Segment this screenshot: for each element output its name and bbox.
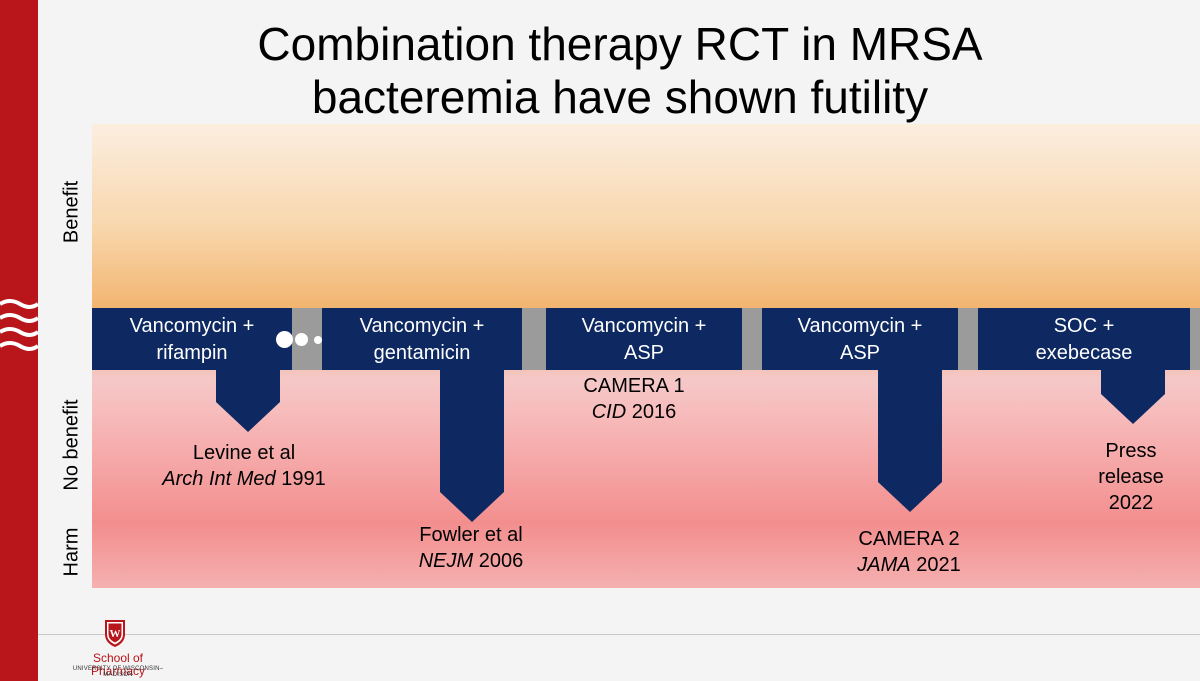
study-box-asp-camera1: Vancomycin + ASP [546,308,742,370]
study-box-rifampin: Vancomycin + rifampin [92,308,292,370]
y-label-no-benefit: No benefit [60,399,83,491]
citation-year: 1991 [281,468,326,490]
ellipsis-dot [276,331,293,348]
left-accent-bar [0,0,38,681]
study-drug-line1: Vancomycin + [581,315,707,337]
citation-year: 2016 [631,401,677,423]
citation-camera2: CAMERA 2 JAMA 2021 [857,526,960,578]
study-drug-line1: SOC + [1053,315,1115,337]
ellipsis-dot [314,336,322,344]
outcome-stem [216,370,280,402]
study-box-exebecase: SOC + exebecase [978,308,1190,370]
citation-author: Levine et al [192,442,296,464]
school-name: School of Pharmacy [90,651,146,678]
study-box-gentamicin: Vancomycin + gentamicin [322,308,522,370]
svg-text:W: W [110,628,121,640]
footer-divider [38,634,1200,635]
citation-author: Fowler et al [419,524,523,546]
outcome-arrow [1101,394,1165,424]
study-drug-line1: Vancomycin + [359,315,485,337]
citation-journal: NEJM [418,550,474,572]
outcome-arrow [878,482,942,512]
study-box-asp-camera2: Vancomycin + ASP [762,308,958,370]
y-label-harm: Harm [60,527,83,577]
citation-line: Press [1105,440,1157,462]
study-drug-line2: ASP [839,342,881,364]
citation-author: CAMERA 2 [858,528,960,550]
citation-press-release: Press release 2022 [1098,438,1164,516]
study-drug-line2: rifampin [156,342,228,364]
citation-year: 2022 [1108,492,1154,514]
citation-author: CAMERA 1 [583,375,685,397]
outcome-stem [878,370,942,482]
outcome-stem [440,370,504,492]
study-drug-line2: ASP [623,342,665,364]
waves-icon [0,299,38,351]
study-drug-line1: Vancomycin + [797,315,923,337]
citation-year: 2021 [916,554,961,576]
citation-levine: Levine et al Arch Int Med 1991 [162,440,325,492]
title-line-2: bacteremia have shown futility [311,71,929,123]
study-drug-line1: Vancomycin + [129,315,255,337]
citation-year: 2006 [478,550,524,572]
university-name: UNIVERSITY OF WISCONSIN–MADISON [72,666,164,678]
university-crest-icon: W [105,620,125,647]
citation-fowler: Fowler et al NEJM 2006 [419,522,524,574]
citation-journal: JAMA [857,554,911,576]
citation-journal: Arch Int Med [162,468,276,490]
ellipsis-dot [295,333,308,346]
outcome-stem [1101,370,1165,394]
citation-journal: CID [591,401,627,423]
slide-title: Combination therapy RCT in MRSA bacterem… [40,18,1200,124]
study-drug-line2: gentamicin [373,342,471,364]
study-drug-line2: exebecase [1035,342,1133,364]
title-line-1: Combination therapy RCT in MRSA [257,18,983,70]
outcome-arrow [216,402,280,432]
citation-line: release [1098,466,1164,488]
citation-camera1: CAMERA 1 CID 2016 [583,373,684,425]
outcome-arrow [440,492,504,522]
y-label-benefit: Benefit [60,180,83,244]
